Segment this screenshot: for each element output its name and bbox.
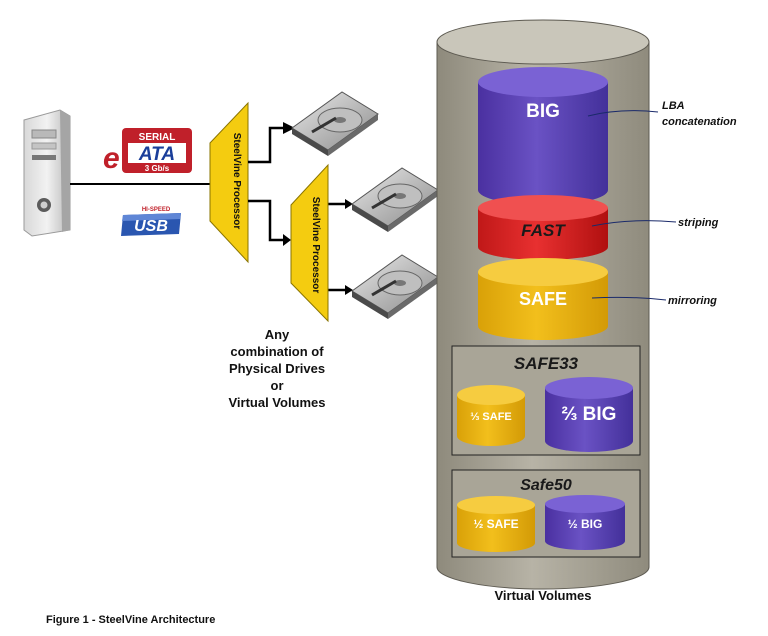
lba-annotation: LBA <box>662 100 685 112</box>
safe50-right-label: ½ BIG <box>568 517 603 531</box>
esata-main-label: ATA <box>138 144 175 165</box>
safe-volume-label: SAFE <box>519 289 567 309</box>
hard-drive-icon <box>351 167 439 232</box>
striping-annotation: striping <box>678 217 719 229</box>
combination-line: Any <box>265 327 290 342</box>
steelvine-processor-secondary: SteelVine Processor <box>290 163 329 323</box>
mirroring-annotation: mirroring <box>668 295 717 307</box>
arrow-head <box>283 122 295 134</box>
combination-text: Any combination of Physical Drives or Vi… <box>228 327 325 410</box>
hard-drive-icon <box>351 254 439 319</box>
usb-tag: HI-SPEED <box>142 207 171 213</box>
combination-line: Physical Drives <box>229 361 325 376</box>
processor-primary-label: SteelVine Processor <box>231 133 242 230</box>
safe50-group: Safe50 ½ SAFE ½ BIG <box>451 469 641 558</box>
concatenation-annotation: concatenation <box>662 116 737 128</box>
safe33-title: SAFE33 <box>514 354 579 373</box>
safe33-right-label: ⅔ BIG <box>562 404 617 425</box>
annotations: LBA concatenation striping mirroring <box>662 100 737 307</box>
combination-line: or <box>271 378 284 393</box>
esata-prefix: e <box>103 142 120 175</box>
arrow-head <box>345 199 353 209</box>
fast-volume-label: FAST <box>521 221 566 240</box>
branch-lines <box>248 126 347 292</box>
safe-volume-cylinder: SAFE <box>478 258 608 340</box>
esata-logo: e SERIAL ATA 3 Gb/s <box>103 128 192 175</box>
fast-volume-cylinder: FAST <box>478 195 608 260</box>
safe50-title: Safe50 <box>520 477 572 494</box>
safe33-left-label: ⅓ SAFE <box>470 411 512 423</box>
computer-tower-icon <box>23 109 71 237</box>
usb-logo: HI-SPEED USB <box>121 207 181 236</box>
arrow-head <box>283 234 291 246</box>
processor-secondary-label: SteelVine Processor <box>310 197 321 294</box>
container-label: Virtual Volumes <box>494 588 591 603</box>
esata-top-label: SERIAL <box>139 132 176 143</box>
figure-caption: Figure 1 - SteelVine Architecture <box>46 614 215 626</box>
steelvine-processor-primary: SteelVine Processor <box>209 101 249 264</box>
esata-speed-label: 3 Gb/s <box>145 164 170 173</box>
safe50-left-label: ½ SAFE <box>473 517 518 531</box>
usb-main-label: USB <box>134 218 168 235</box>
arrow-head <box>345 285 353 295</box>
big-volume-label: BIG <box>526 101 560 122</box>
safe33-group: SAFE33 ⅓ SAFE ⅔ BIG <box>451 345 641 456</box>
annotation-lines <box>587 110 677 301</box>
combination-line: combination of <box>230 344 324 359</box>
combination-line: Virtual Volumes <box>228 395 325 410</box>
big-volume-cylinder: BIG <box>478 67 608 205</box>
hard-drive-icon <box>291 91 379 156</box>
